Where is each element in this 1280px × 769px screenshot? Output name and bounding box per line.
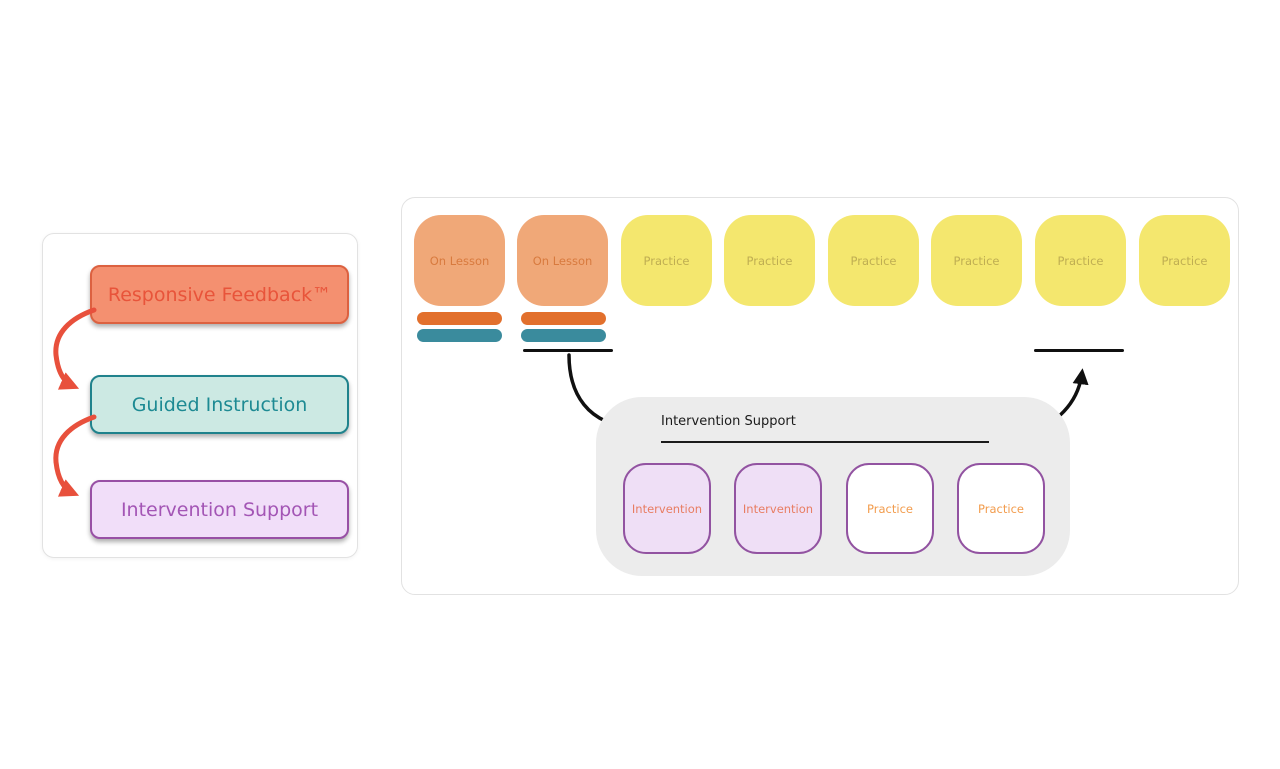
progress-bar-teal-2 <box>521 329 606 342</box>
timeline-block-practice-4: Practice <box>931 215 1022 306</box>
progress-bar-teal-1 <box>417 329 502 342</box>
group-block-practice-2: Practice <box>957 463 1045 554</box>
timeline-block-practice-5: Practice <box>1035 215 1126 306</box>
arrow-instruction-to-support-icon <box>53 414 97 497</box>
group-block-intervention-1: Intervention <box>623 463 711 554</box>
timeline-block-practice-2: Practice <box>724 215 815 306</box>
arrow-feedback-to-instruction-icon <box>53 307 97 390</box>
progress-bar-orange-2 <box>521 312 606 325</box>
timeline-card: On Lesson On Lesson Practice Practice Pr… <box>401 197 1239 595</box>
timeline-block-practice-1: Practice <box>621 215 712 306</box>
intervention-group-title: Intervention Support <box>661 414 796 429</box>
stage-responsive-feedback: Responsive Feedback™ <box>90 265 349 324</box>
framework-card: Responsive Feedback™ Guided Instruction … <box>42 233 358 558</box>
timeline-block-practice-3: Practice <box>828 215 919 306</box>
checkpoint-line-right <box>1034 349 1124 352</box>
intervention-support-group: Intervention Support Intervention Interv… <box>596 397 1070 576</box>
intervention-group-underline <box>661 441 989 443</box>
timeline-block-lesson-2: On Lesson <box>517 215 608 306</box>
progress-bar-orange-1 <box>417 312 502 325</box>
timeline-block-lesson-1: On Lesson <box>414 215 505 306</box>
checkpoint-line-left <box>523 349 613 352</box>
group-block-intervention-2: Intervention <box>734 463 822 554</box>
stage-intervention-support: Intervention Support <box>90 480 349 539</box>
stage-guided-instruction: Guided Instruction <box>90 375 349 434</box>
group-block-practice-1: Practice <box>846 463 934 554</box>
timeline-block-practice-6: Practice <box>1139 215 1230 306</box>
